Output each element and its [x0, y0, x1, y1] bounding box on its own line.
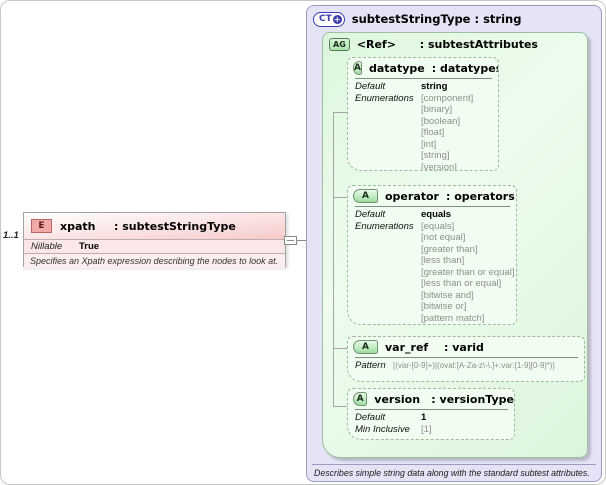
separator	[355, 78, 492, 79]
attribute-name: operator	[385, 189, 439, 203]
enum-value: [less than]	[421, 255, 465, 266]
complex-type-description: Describes simple string data along with …	[314, 468, 590, 478]
complex-type-badge-icon: CT +	[313, 11, 345, 27]
enum-value: [boolean]	[421, 115, 461, 127]
attribute-type: : datatypes	[431, 61, 499, 75]
element-description: Specifies an Xpath expression describing…	[24, 253, 285, 268]
facet-list: Pattern [(var-[0-9]+)|(oval:[A-Za-z\-\.]…	[348, 359, 584, 372]
facet-label: Enumerations	[355, 220, 414, 232]
facet-label: Default	[355, 209, 386, 220]
attribute-name: datatype	[368, 61, 425, 75]
enum-value: [float]	[421, 127, 445, 138]
nillable-value: True	[79, 241, 100, 252]
element-type: : subtestStringType	[114, 219, 236, 233]
facet-list: Default string Enumerations [component] …	[348, 80, 498, 171]
attribute-header: A version : versionType	[348, 389, 514, 406]
enum-value: [string]	[421, 150, 450, 161]
element-nillable-row: Nillable True	[24, 239, 285, 253]
tree-connector-trunk	[333, 112, 334, 407]
attribute-type: : operators	[445, 189, 515, 203]
enum-value: [pattern match]	[421, 312, 485, 324]
connector-line	[297, 240, 307, 241]
separator	[355, 409, 508, 410]
facet-pattern-value: [(var-[0-9]+)|(oval:[A-Za-z\-\.]+:var:[1…	[393, 361, 555, 370]
facet-label: Min Inclusive	[355, 423, 410, 435]
enum-value: [greater than or equal]	[421, 266, 515, 278]
tree-connector-stub	[333, 197, 347, 198]
attribute-badge-icon: A	[353, 340, 378, 354]
element-name: xpath	[60, 219, 96, 233]
facet-default-value: string	[421, 81, 448, 92]
enum-value: [bitwise and]	[421, 289, 474, 301]
facet-label: Default	[355, 81, 386, 92]
separator	[355, 357, 578, 358]
expand-plus-icon[interactable]: +	[332, 14, 342, 24]
facet-default-value: 1	[421, 412, 427, 423]
attribute-name: version	[374, 392, 421, 406]
enum-value: [equals]	[421, 220, 455, 232]
facet-list: Default equals Enumerations [equals] [no…	[348, 208, 516, 324]
facet-list: Default 1 Min Inclusive [1]	[348, 411, 514, 435]
complex-type-header: CT + subtestStringType : string	[313, 10, 521, 28]
attribute-node-operator[interactable]: A operator : operators Default equals En…	[347, 185, 517, 325]
enum-value: [bitwise or]	[421, 301, 467, 312]
attribute-group-badge-icon: AG	[329, 38, 350, 51]
ct-badge-label: CT	[319, 14, 332, 24]
facet-min-inclusive-value: [1]	[421, 423, 432, 435]
tree-connector-stub	[333, 112, 347, 113]
attribute-badge-icon: A	[353, 392, 368, 406]
facet-label: Default	[355, 412, 386, 423]
attribute-node-var-ref[interactable]: A var_ref : varid Pattern [(var-[0-9]+)|…	[347, 336, 585, 382]
enum-value: [version]	[421, 161, 457, 171]
attribute-badge-icon: A	[353, 189, 378, 203]
tree-connector-stub	[333, 348, 347, 349]
complex-type-title: subtestStringType : string	[351, 12, 522, 26]
enum-value: [int]	[421, 138, 437, 150]
attribute-type: : varid	[444, 340, 484, 354]
attribute-header: A var_ref : varid	[348, 337, 584, 354]
attribute-group-type: : subtestAttributes	[419, 38, 538, 51]
element-node-xpath[interactable]: E xpath : subtestStringType Nillable Tru…	[23, 212, 286, 268]
attribute-group-name: <Ref>	[356, 38, 396, 51]
enum-value: [component]	[421, 92, 474, 104]
facet-default-value: equals	[421, 209, 452, 220]
separator	[312, 464, 596, 465]
attribute-header: A datatype : datatypes	[348, 58, 498, 75]
enum-value: [binary]	[421, 104, 453, 115]
attribute-type: : versionType	[431, 392, 514, 406]
connector-handle[interactable]	[284, 236, 297, 245]
attribute-group-header: AG <Ref> : subtestAttributes	[323, 33, 587, 51]
tree-connector-stub	[333, 406, 347, 407]
element-badge-icon: E	[31, 219, 52, 233]
attribute-node-version[interactable]: A version : versionType Default 1 Min In…	[347, 388, 515, 440]
enum-value: [greater than]	[421, 243, 478, 255]
nillable-label: Nillable	[31, 241, 63, 252]
enum-value: [less than or equal]	[421, 278, 502, 289]
facet-label: Enumerations	[355, 92, 414, 104]
cardinality-label: 1..1	[3, 230, 19, 241]
facet-label: Pattern	[355, 360, 386, 371]
attribute-name: var_ref	[385, 340, 429, 354]
element-header: E xpath : subtestStringType	[24, 213, 285, 239]
enum-value: [not equal]	[421, 232, 466, 243]
attribute-header: A operator : operators	[348, 186, 516, 203]
attribute-badge-icon: A	[353, 61, 362, 75]
separator	[355, 206, 510, 207]
complex-type-node[interactable]: CT + subtestStringType : string AG <Ref>…	[306, 5, 602, 482]
attribute-node-datatype[interactable]: A datatype : datatypes Default string En…	[347, 57, 499, 171]
